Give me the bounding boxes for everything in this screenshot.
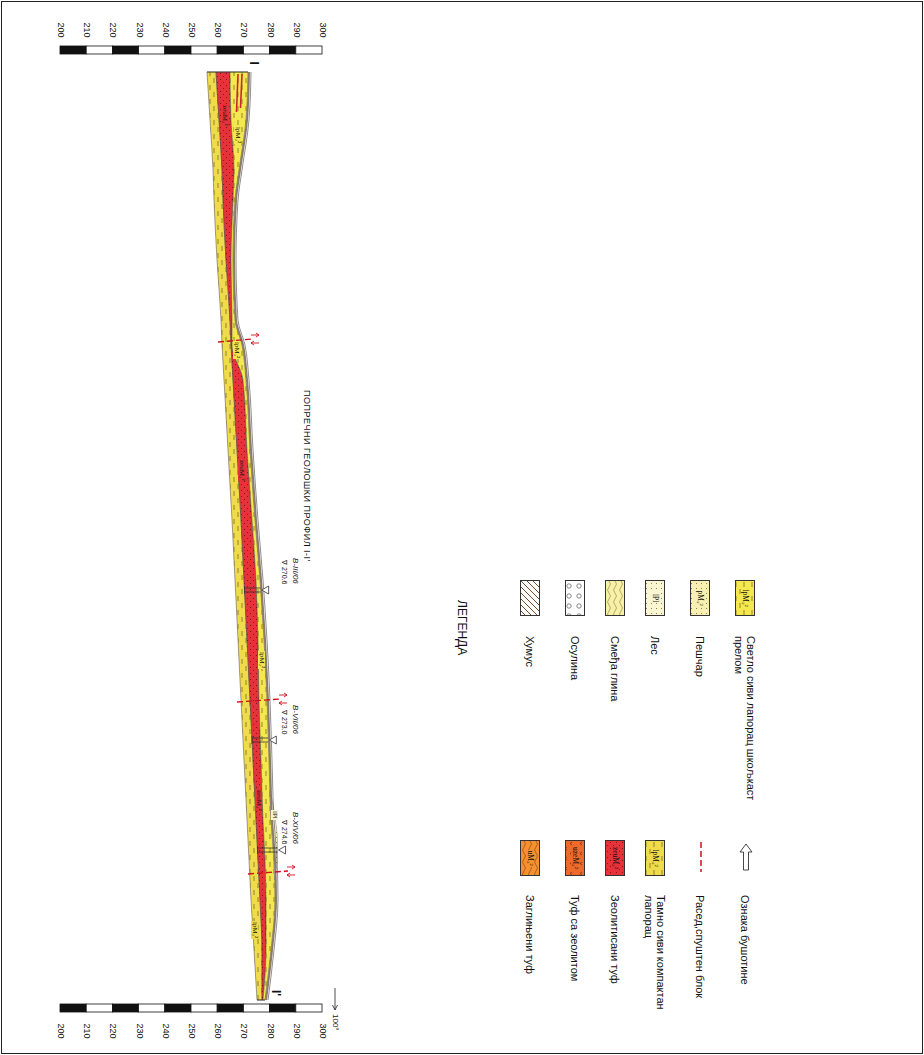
legend-text: Расед,спуштен блок [694, 895, 706, 1000]
layer-code: lpM₂² [234, 341, 241, 359]
elevation-value: 210 [81, 23, 91, 38]
legend-code: pM₂² [697, 590, 705, 607]
borehole [258, 846, 286, 854]
elevation-value: 210 [81, 1024, 91, 1039]
layer-code: zeuM₂² [255, 789, 262, 811]
elevation-value: 260 [212, 1024, 222, 1039]
profile-end-mark: I' [269, 990, 282, 996]
borehole-name: B-VII/06 [291, 705, 300, 734]
legend-swatch [520, 580, 540, 616]
elevation-value: 250 [186, 23, 196, 38]
legend-swatch [605, 580, 625, 616]
layer-code: lpM₂² [252, 921, 259, 939]
legend-swatch [735, 840, 755, 876]
elevation-value: 200 [55, 23, 65, 38]
elevation-value: 270 [239, 23, 249, 38]
borehole [245, 586, 269, 594]
legend-text: Зеолитисани туф [609, 895, 621, 986]
elevation-value: 290 [291, 23, 301, 38]
legend-text: Пешчар [694, 636, 706, 679]
profile-end-mark: I [247, 62, 260, 65]
legend-code: zeuM₂² [612, 846, 620, 870]
elevation-value: 220 [108, 23, 118, 38]
layer-code: zeuM₂² [239, 459, 246, 481]
layer-code: lpM₂² [259, 651, 266, 669]
zeolitic-tuff-band [216, 72, 266, 1000]
legend-swatch [565, 580, 585, 616]
legend-code: lPl [652, 593, 660, 603]
legend-text: Туф са зеолитом [569, 895, 581, 983]
legend-text: Тамно сиви компактан лапорац [643, 895, 667, 1047]
borehole [252, 736, 276, 744]
fault [237, 693, 287, 705]
elevation-value: 270 [239, 1024, 249, 1039]
profile-end [207, 72, 265, 1000]
fault [248, 865, 295, 877]
profile-title: ПОПРЕЧНИ ГЕОЛОШКИ ПРОФИЛ I-I' [301, 390, 311, 562]
elevation-value: 240 [160, 1024, 170, 1039]
borehole-elevation: ∇ 274.6 [280, 820, 288, 844]
elevation-value: 280 [265, 1024, 275, 1039]
legend-text: Светло сиви лапорац шкољкаст прелом [733, 636, 757, 823]
layer-code: zeuM₂² [222, 104, 229, 126]
legend-swatch [690, 840, 710, 876]
legend-code: lpM₂² [652, 849, 660, 868]
marl-upper-band-texture [230, 72, 275, 1000]
elevation-value: 240 [160, 23, 170, 38]
layer-code: lpM₂² [235, 126, 242, 144]
direction-arrow [333, 988, 338, 1010]
elevation-value: 300 [317, 1024, 327, 1039]
borehole-elevation: ∇ 273.0 [280, 710, 288, 734]
legend-text: Хумус [524, 636, 536, 669]
elevation-value: 200 [55, 1024, 65, 1039]
marl-upper-band [230, 72, 275, 1000]
zeolitic-tuff-band-texture [216, 72, 266, 1000]
elevation-value: 250 [186, 1024, 196, 1039]
borehole-name: B-III/06 [291, 558, 300, 584]
legend-text: Заглињени туф [524, 895, 536, 976]
elevation-value: 260 [212, 23, 222, 38]
borehole-name: B-XIV/06 [291, 812, 300, 844]
legend-text: Лес [649, 636, 661, 657]
legend-heading: ЛЕГЕНДА [455, 600, 468, 655]
elevation-value: 220 [108, 1024, 118, 1039]
legend-code: lpM₂² [742, 589, 750, 608]
legend-code: uM₂² [527, 850, 535, 867]
legend-text: Ознака бушотине [739, 895, 751, 987]
borehole-elevation: ∇ 270.6 [280, 560, 288, 584]
elevation-value: 230 [134, 23, 144, 38]
elevation-value: 280 [265, 23, 275, 38]
tuff-stripe [237, 74, 243, 112]
elevation-scale [60, 1004, 322, 1012]
legend-code: uzeM₂² [572, 846, 580, 870]
surface-line [236, 72, 278, 1000]
elevation-scale [60, 46, 322, 54]
humus-layer [234, 72, 276, 1000]
legend-text: Смеђа глина [609, 636, 621, 703]
legend-text: Осулина [569, 636, 581, 682]
direction-label: 100° [331, 1014, 340, 1031]
elevation-value: 300 [317, 23, 327, 38]
layer-code: lPl [272, 810, 279, 820]
elevation-value: 290 [291, 1024, 301, 1039]
elevation-value: 230 [134, 1024, 144, 1039]
